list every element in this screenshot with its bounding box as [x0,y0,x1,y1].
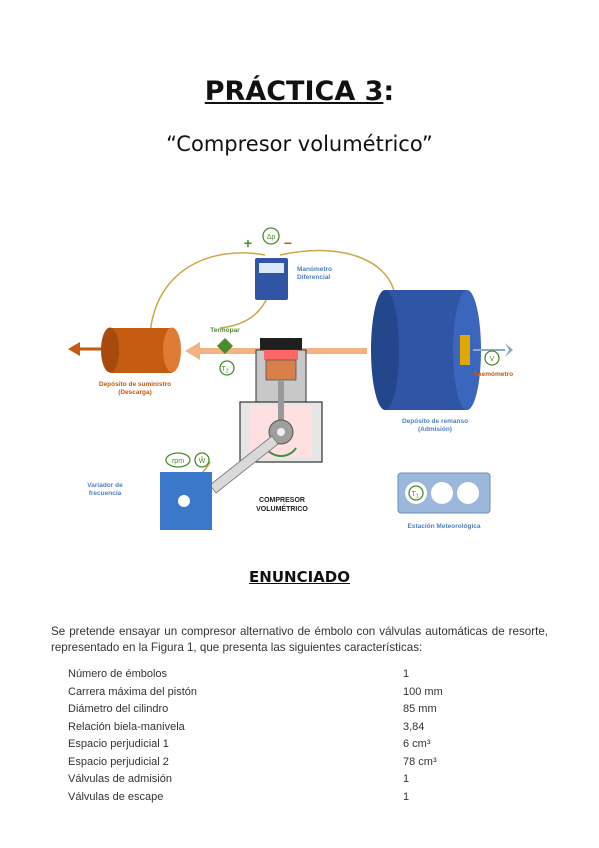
spec-row: Válvulas de admisión 1 [68,773,468,791]
v-sensor-icon [484,350,500,366]
spec-row: Espacio perjudicial 2 78 cm³ [68,756,468,774]
v-label: V [490,356,495,363]
spec-label: Carrera máxima del pistón [68,685,197,698]
spec-label: Número de émbolos [68,668,168,680]
spec-value: 100 mm [403,685,443,698]
w-label: Ŵ [199,456,206,465]
svg-text:T1: T1 [411,491,418,500]
section-heading-enunciado: ENUNCIADO [249,568,350,586]
compressor-label-2: VOLUMÉTRICO [256,504,308,513]
spec-label: Diámetro del cilindro [68,703,169,715]
spec-row: Relación biela-manivela 3,84 [68,721,468,739]
weather-station [397,472,491,514]
spec-row: Diámetro del cilindro 85 mm [68,703,468,721]
spec-value: 78 cm³ [403,755,437,768]
minus-sign: − [284,235,292,251]
supply-tank [101,327,181,373]
spec-row: Número de émbolos 1 [68,668,468,686]
plus-sign: + [244,235,252,251]
plenum-tank-label-2: (Admisión) [418,426,452,433]
spec-value: 1 [403,790,410,803]
plenum-tank-label-1: Depósito de remanso [402,418,468,425]
freq-drive-label-2: frecuencia [89,490,122,497]
manometer-label-1: Manómetro [297,266,332,273]
t1-sensor-icon [408,485,424,501]
manometer [255,258,288,300]
t1-label: T [411,491,416,498]
drive-shaft [209,435,279,494]
wire-left [149,252,266,336]
spec-label: Relación biela-manivela [68,720,185,733]
delta-p-label: Δp [267,234,276,241]
freq-drive-label-1: Variador de [87,482,123,489]
supply-tank-label-2: (Descarga) [118,389,152,396]
svg-text:T2: T2 [221,366,228,375]
spec-value: 6 cm³ [403,738,431,750]
t2-sub: 2 [226,369,229,375]
delta-p-icon [262,227,280,245]
spec-value: 1 [403,773,410,785]
page-title-main: PRÁCTICA 3 [204,76,384,107]
spec-value: 1 [403,668,410,680]
spec-value: 3,84 [403,720,425,733]
spec-label: Espacio perjudicial 1 [68,738,169,750]
anemometer-label: Anemómetro [473,371,513,378]
thermocouple-label: Termopar [210,327,240,334]
t2-sensor-icon [219,360,235,376]
w-sensor-icon [194,452,210,468]
wire-right [279,249,396,296]
t1-sub: 1 [416,494,419,500]
spec-label: Válvulas de escape [68,790,164,803]
compressor [239,338,323,463]
rpm-label: rpm [172,458,184,465]
spec-value: 85 mm [403,703,437,715]
t2-label: T [221,366,226,373]
spec-row: Espacio perjudicial 1 6 cm³ [68,738,468,756]
anemometer-arrow-icon [473,343,513,357]
spec-label: Espacio perjudicial 2 [68,755,169,768]
page-title-suffix: : [383,76,395,107]
compressor-label-1: COMPRESOR [259,497,305,504]
frequency-drive [160,472,212,530]
figure-1-diagram: Depósito de suministro (Descarga) Termop… [60,210,550,545]
thermocouple-icon [217,338,233,354]
spec-row: Carrera máxima del pistón 100 mm [68,686,468,704]
plenum-tank [371,290,481,410]
spec-label: Válvulas de admisión [68,773,172,785]
page-subtitle: “Compresor volumétrico” [166,132,433,156]
spec-row: Válvulas de escape 1 [68,791,468,809]
weather-station-label: Estación Meteorológica [408,523,481,530]
supply-tank-label-1: Depósito de suministro [99,381,171,388]
page-title: PRÁCTICA 3: [0,76,599,107]
flow-arrow-intake [285,342,367,360]
manometer-label-2: Diferencial [297,274,330,281]
intro-paragraph: Se pretende ensayar un compresor alterna… [51,625,548,654]
rpm-sensor-icon [165,452,191,468]
